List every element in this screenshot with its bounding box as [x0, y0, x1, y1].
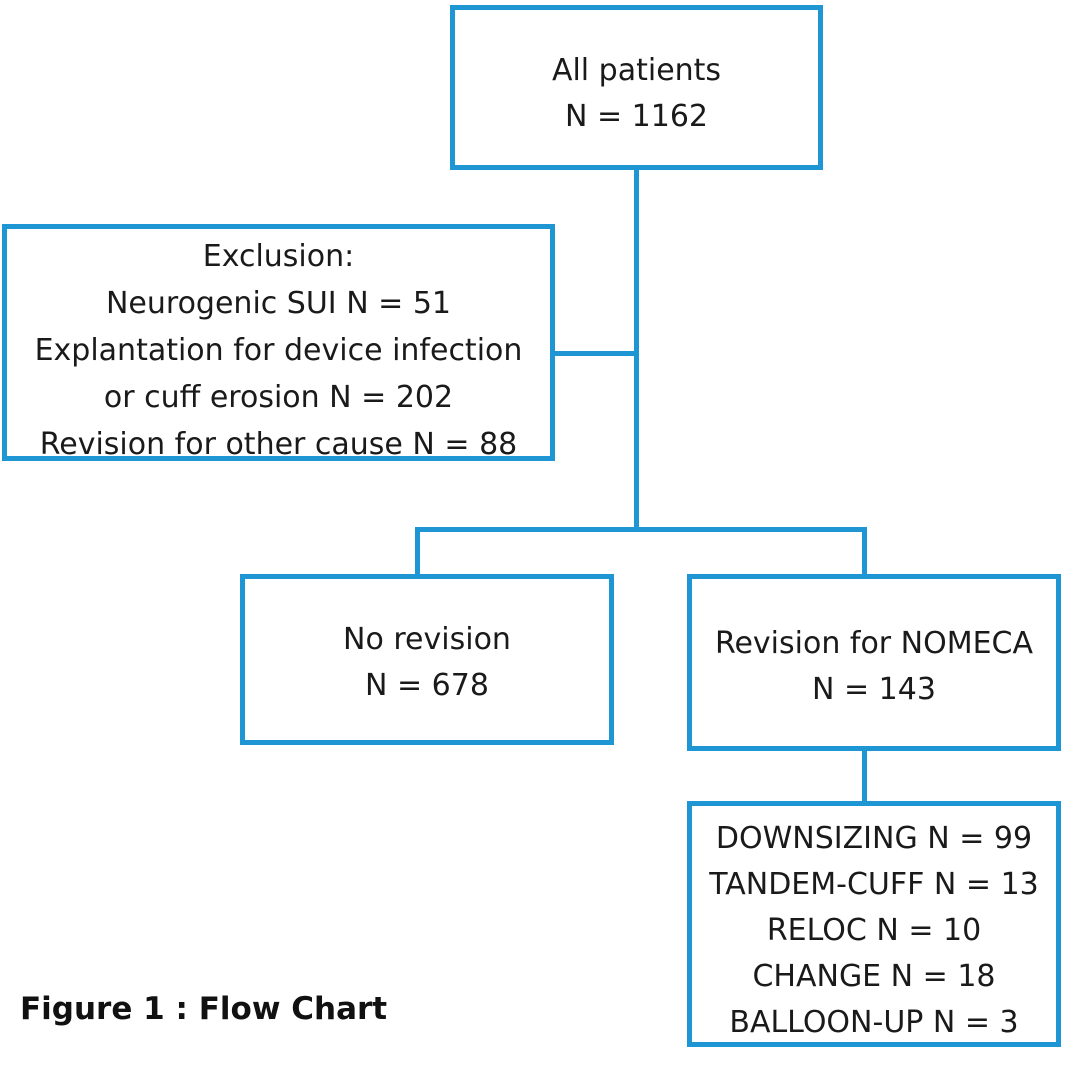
exclusion-neurogenic: Neurogenic SUI N = 51 [105, 286, 452, 321]
exclusion-title: Exclusion: [202, 239, 355, 274]
all-patients-title: All patients [551, 53, 722, 88]
all-patients-count: N = 1162 [565, 99, 708, 134]
connector-to-no-revision [415, 527, 420, 576]
no-revision-title: No revision [343, 622, 511, 657]
revision-type-tandem-cuff: TANDEM-CUFF N = 13 [709, 867, 1039, 902]
revision-type-change: CHANGE N = 18 [752, 959, 996, 994]
revision-types-box: DOWNSIZING N = 99 TANDEM-CUFF N = 13 REL… [687, 801, 1061, 1047]
connector-exclusion-branch [553, 351, 637, 356]
no-revision-count: N = 678 [365, 668, 489, 703]
exclusion-cuff-erosion: or cuff erosion N = 202 [103, 380, 454, 415]
revision-type-reloc: RELOC N = 10 [766, 913, 982, 948]
no-revision-box: No revision N = 678 [240, 574, 614, 745]
connector-main-vertical [634, 168, 639, 530]
revision-nomeca-box: Revision for NOMECA N = 143 [687, 574, 1061, 751]
all-patients-box: All patients N = 1162 [450, 5, 823, 170]
figure-caption: Figure 1 : Flow Chart [20, 991, 388, 1027]
exclusion-explantation: Explantation for device infection [34, 333, 523, 368]
connector-to-revision [862, 527, 867, 576]
revision-nomeca-title: Revision for NOMECA [714, 626, 1034, 661]
connector-split-horizontal [415, 527, 867, 532]
revision-type-downsizing: DOWNSIZING N = 99 [715, 821, 1033, 856]
exclusion-box: Exclusion: Neurogenic SUI N = 51 Explant… [2, 224, 555, 462]
connector-revision-to-types [862, 749, 867, 803]
revision-type-balloon-up: BALLOON-UP N = 3 [729, 1005, 1019, 1040]
exclusion-other-cause: Revision for other cause N = 88 [39, 427, 518, 462]
revision-nomeca-count: N = 143 [812, 672, 936, 707]
